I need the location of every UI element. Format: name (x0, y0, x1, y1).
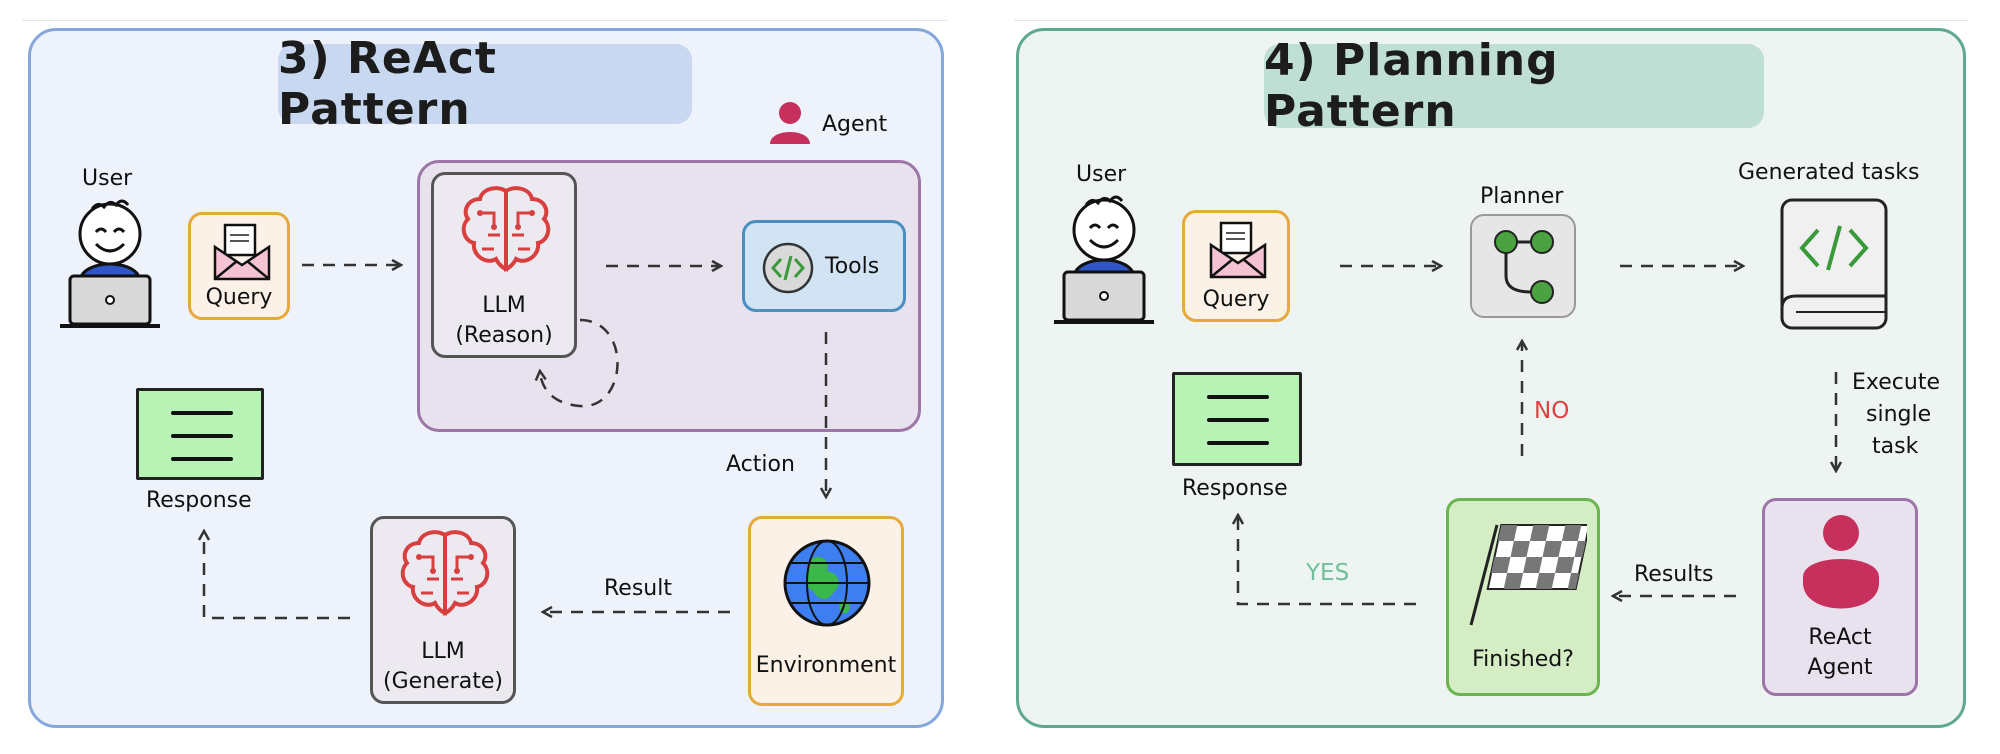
user-label: User (82, 166, 133, 191)
react-agent-label-line2: Agent (1807, 655, 1873, 680)
brain-circuit-icon (458, 185, 554, 279)
globe-icon (781, 537, 873, 633)
text-lines-icon (1205, 391, 1271, 453)
yes-label: YES (1306, 560, 1350, 586)
environment-card: Environment (748, 516, 904, 706)
agent-icon (1801, 513, 1881, 621)
planning-user-label: User (1076, 162, 1127, 187)
generated-tasks-label: Generated tasks (1738, 160, 1920, 185)
brain-circuit-icon (397, 529, 493, 623)
arrow-finished-to-response (1238, 516, 1416, 606)
llm-generate-card: LLM (Generate) (370, 516, 516, 704)
execute-label-line2: single (1866, 402, 1932, 427)
git-branch-icon (1488, 226, 1562, 314)
tools-card: Tools (742, 220, 906, 312)
tools-label: Tools (825, 254, 880, 279)
llm-generate-label-line1: LLM (421, 639, 465, 664)
result-label: Result (604, 576, 672, 601)
llm-generate-label-line2: (Generate) (383, 669, 503, 694)
envelope-icon (1209, 221, 1267, 279)
code-icon (761, 241, 815, 299)
finished-label: Finished? (1472, 647, 1574, 672)
checkered-flag-icon (1463, 517, 1591, 631)
response-label: Response (146, 488, 252, 513)
agent-icon (768, 100, 812, 146)
agent-label: Agent (822, 112, 888, 137)
query-label: Query (205, 285, 273, 310)
action-label: Action (726, 452, 795, 477)
results-label: Results (1634, 562, 1714, 587)
llm-reason-card: LLM (Reason) (431, 172, 577, 358)
execute-label-line1: Execute (1852, 370, 1940, 395)
react-agent-label-line1: ReAct (1808, 625, 1872, 650)
llm-reason-label-line1: LLM (482, 293, 526, 318)
planning-user-laptop-icon (1052, 188, 1156, 330)
arrow-reason-loop (540, 318, 619, 408)
planning-query-card: Query (1182, 210, 1290, 322)
top-divider-left (22, 20, 947, 21)
query-card: Query (188, 212, 290, 320)
text-lines-icon (169, 407, 235, 469)
envelope-icon (213, 223, 271, 281)
llm-reason-label-line2: (Reason) (455, 323, 553, 348)
planner-card (1470, 214, 1576, 318)
user-laptop-icon (58, 192, 162, 334)
execute-label-line3: task (1872, 434, 1919, 459)
planning-response-label: Response (1182, 476, 1288, 501)
react-agent-card: ReAct Agent (1762, 498, 1918, 696)
planning-query-label: Query (1202, 287, 1270, 312)
no-label: NO (1534, 398, 1570, 424)
planner-label: Planner (1480, 184, 1564, 209)
generated-tasks-book-icon (1778, 196, 1890, 336)
arrow-llm-to-response (204, 532, 350, 620)
response-card (136, 388, 264, 480)
top-divider-right (1014, 20, 1969, 21)
finished-card: Finished? (1446, 498, 1600, 696)
environment-label: Environment (755, 653, 897, 678)
planning-response-card (1172, 372, 1302, 466)
